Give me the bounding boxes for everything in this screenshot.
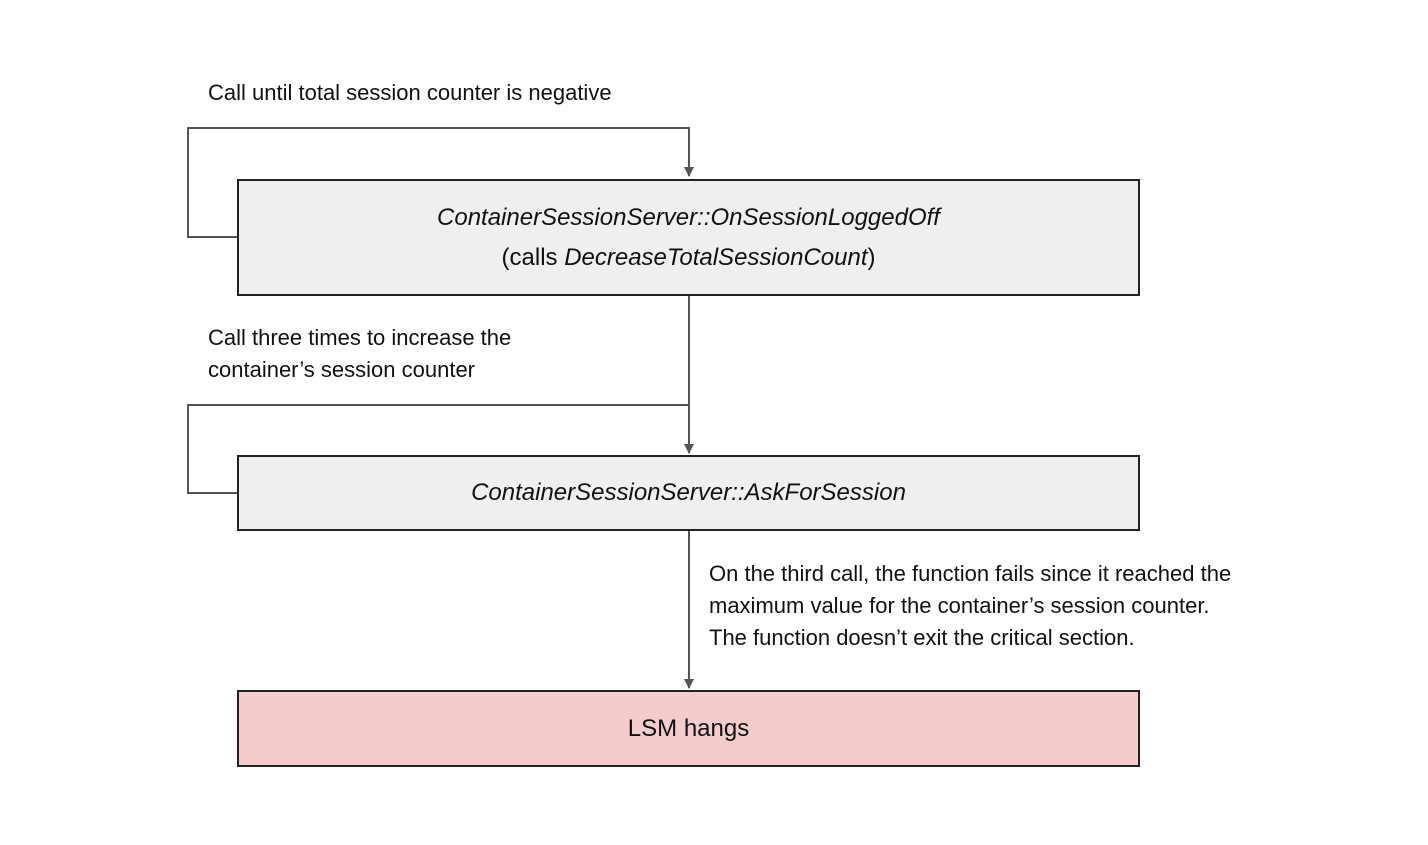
box-ask-for-session: ContainerSessionServer::AskForSession — [237, 455, 1140, 531]
loop-mid-label: Call three times to increase the contain… — [208, 322, 511, 386]
loop-top-label-text: Call until total session counter is nega… — [208, 80, 612, 105]
box-logged-off-sub-prefix: (calls — [501, 243, 565, 271]
box-ask-title: ContainerSessionServer::AskForSession — [471, 479, 906, 506]
box-hang-title: LSM hangs — [627, 714, 750, 742]
box-logged-off-title-text: ContainerSessionServer::OnSessionLoggedO… — [437, 203, 940, 231]
box-logged-off-sub-suffix: ) — [867, 243, 876, 271]
box-logged-off-title: ContainerSessionServer::OnSessionLoggedO… — [437, 198, 940, 238]
loop-arrow-logged-off — [187, 127, 694, 238]
loop-top-label: Call until total session counter is nega… — [208, 77, 612, 109]
loop-mid-label-line1: Call three times to increase the — [208, 325, 512, 350]
box-lsm-hangs: LSM hangs — [237, 690, 1140, 767]
loop-arrow-ask — [187, 404, 689, 494]
fail-note: On the third call, the function fails si… — [709, 558, 1231, 654]
box-logged-off-subtitle: (calls DecreaseTotalSessionCount) — [502, 238, 876, 278]
loop-mid-label-line2: container’s session counter — [208, 357, 476, 382]
box-on-session-logged-off: ContainerSessionServer::OnSessionLoggedO… — [237, 179, 1140, 296]
fail-note-line2: maximum value for the container’s sessio… — [709, 593, 1210, 618]
fail-note-line1: On the third call, the function fails si… — [709, 561, 1232, 586]
box-logged-off-sub-func: DecreaseTotalSessionCount — [564, 243, 868, 271]
fail-note-line3: The function doesn’t exit the critical s… — [709, 625, 1135, 650]
